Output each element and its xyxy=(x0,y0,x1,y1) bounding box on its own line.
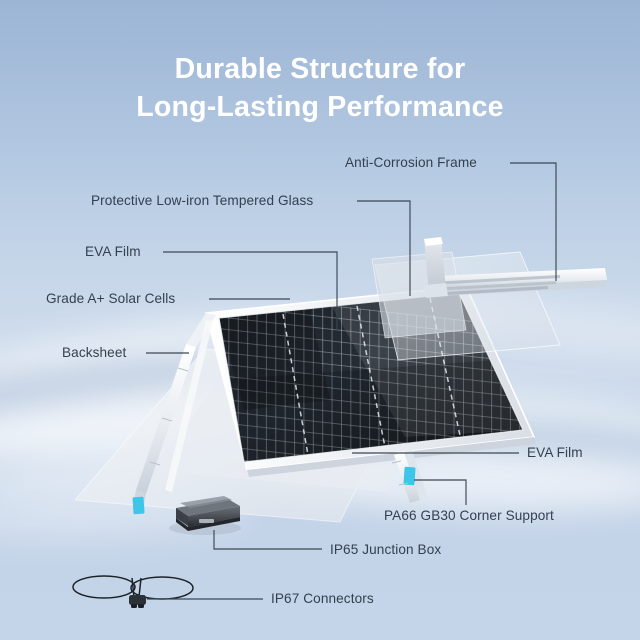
callout-label-anti-corrosion-frame: Anti-Corrosion Frame xyxy=(345,155,477,170)
leader-junction-box xyxy=(213,530,322,550)
callout-label-corner-support: PA66 GB30 Corner Support xyxy=(384,508,554,523)
callout-label-backsheet: Backsheet xyxy=(62,345,127,360)
title-line-1: Durable Structure for xyxy=(174,53,466,85)
title-line-2: Long-Lasting Performance xyxy=(136,91,504,123)
callout-label-eva-film-top: EVA Film xyxy=(85,244,141,259)
callout-label-eva-film-bottom: EVA Film xyxy=(527,445,583,460)
leader-lines xyxy=(146,162,557,600)
corner-support-marker-left xyxy=(132,496,145,515)
frame-rail-right xyxy=(391,450,428,503)
callout-label-connectors: IP67 Connectors xyxy=(271,591,374,606)
leader-tempered-glass xyxy=(357,200,411,296)
frame-rail-left-inner xyxy=(165,320,213,492)
page-title: Durable Structure for Long-Lasting Perfo… xyxy=(0,50,640,126)
anti-corrosion-frame-rail xyxy=(424,237,607,298)
eva-film-upper-outline xyxy=(371,251,467,339)
callout-label-junction-box: IP65 Junction Box xyxy=(330,542,442,557)
callout-label-solar-cells: Grade A+ Solar Cells xyxy=(46,291,176,306)
callout-label-tempered-glass: Protective Low-iron Tempered Glass xyxy=(91,193,314,208)
cable-connectors xyxy=(72,575,194,600)
corner-support-marker-right xyxy=(403,466,416,486)
leader-corner-support xyxy=(414,479,467,505)
junction-box xyxy=(169,496,241,535)
mc4-connector-plug xyxy=(129,595,146,608)
leader-eva-film-top xyxy=(163,251,338,330)
panel-frame-thickness xyxy=(247,437,536,477)
leader-anti-corrosion-frame xyxy=(510,162,557,281)
